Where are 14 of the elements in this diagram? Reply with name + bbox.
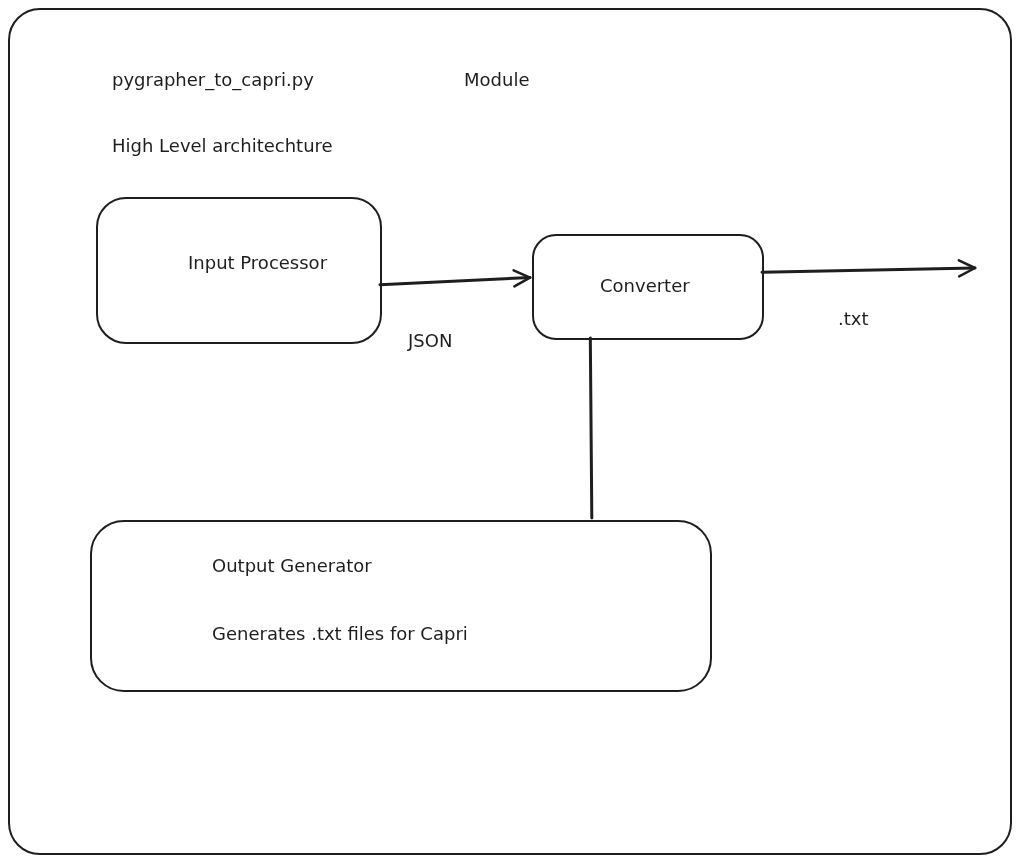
title-text: Module (464, 68, 530, 92)
frame-box (8, 8, 1012, 855)
process-box (96, 197, 382, 344)
process-box (532, 234, 764, 340)
connector-line (588, 336, 594, 520)
box-description: Generates .txt files for Capri (212, 622, 468, 646)
title-text: pygrapher_to_capri.py (112, 68, 314, 92)
arrow (378, 269, 532, 288)
box-title: Input Processor (188, 251, 329, 275)
box-title: Converter (600, 274, 690, 298)
subtitle-text: High Level architechture (112, 134, 333, 158)
box-title: Output Generator (212, 554, 372, 578)
arrow (760, 259, 977, 278)
process-box (90, 520, 712, 692)
